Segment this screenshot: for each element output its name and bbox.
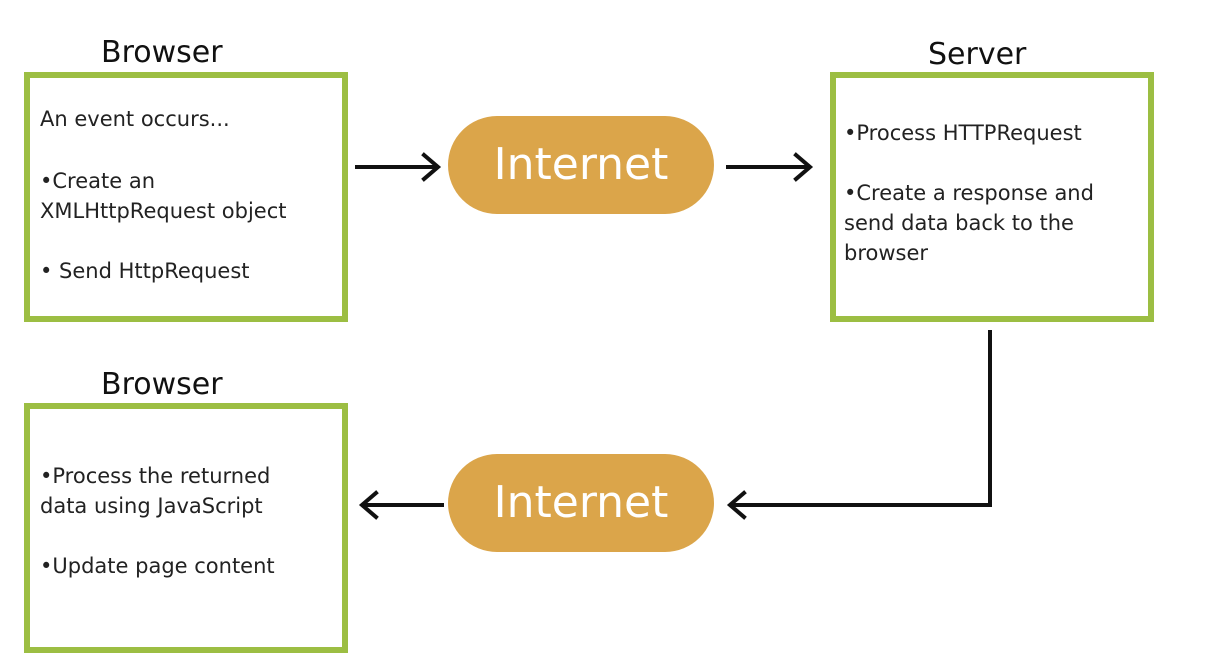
internet-top-label: Internet bbox=[493, 139, 669, 190]
arrowhead-internet-to-browser bbox=[358, 490, 379, 520]
browser-response-line: •Update page content bbox=[40, 554, 275, 578]
server-line: •Process HTTPRequest bbox=[844, 121, 1082, 145]
internet-bottom-label: Internet bbox=[493, 477, 669, 528]
browser-response-line: •Process the returned bbox=[40, 464, 271, 488]
server-title: Server bbox=[928, 37, 1027, 72]
browser-request-line: XMLHttpRequest object bbox=[40, 199, 287, 223]
browser-response-box: •Process the returned data using JavaScr… bbox=[24, 403, 348, 653]
browser-response-title: Browser bbox=[101, 367, 223, 402]
browser-request-title: Browser bbox=[101, 35, 223, 70]
internet-bottom-node: Internet bbox=[448, 454, 714, 552]
server-box: •Process HTTPRequest •Create a response … bbox=[830, 72, 1154, 322]
arrowhead-browser-to-internet bbox=[421, 152, 442, 182]
browser-request-line: • Send HttpRequest bbox=[40, 259, 250, 283]
arrowhead-internet-to-server bbox=[793, 152, 814, 182]
browser-request-line: •Create an bbox=[40, 169, 156, 193]
server-line: •Create a response and bbox=[844, 181, 1094, 205]
arrowhead-server-to-internet bbox=[726, 490, 747, 520]
internet-top-node: Internet bbox=[448, 116, 714, 214]
server-line: browser bbox=[844, 241, 929, 265]
browser-request-box: An event occurs... •Create an XMLHttpReq… bbox=[24, 72, 348, 322]
arrow-server-to-internet bbox=[730, 330, 992, 507]
browser-request-line: An event occurs... bbox=[40, 107, 230, 131]
browser-response-line: data using JavaScript bbox=[40, 494, 263, 518]
server-line: send data back to the bbox=[844, 211, 1074, 235]
